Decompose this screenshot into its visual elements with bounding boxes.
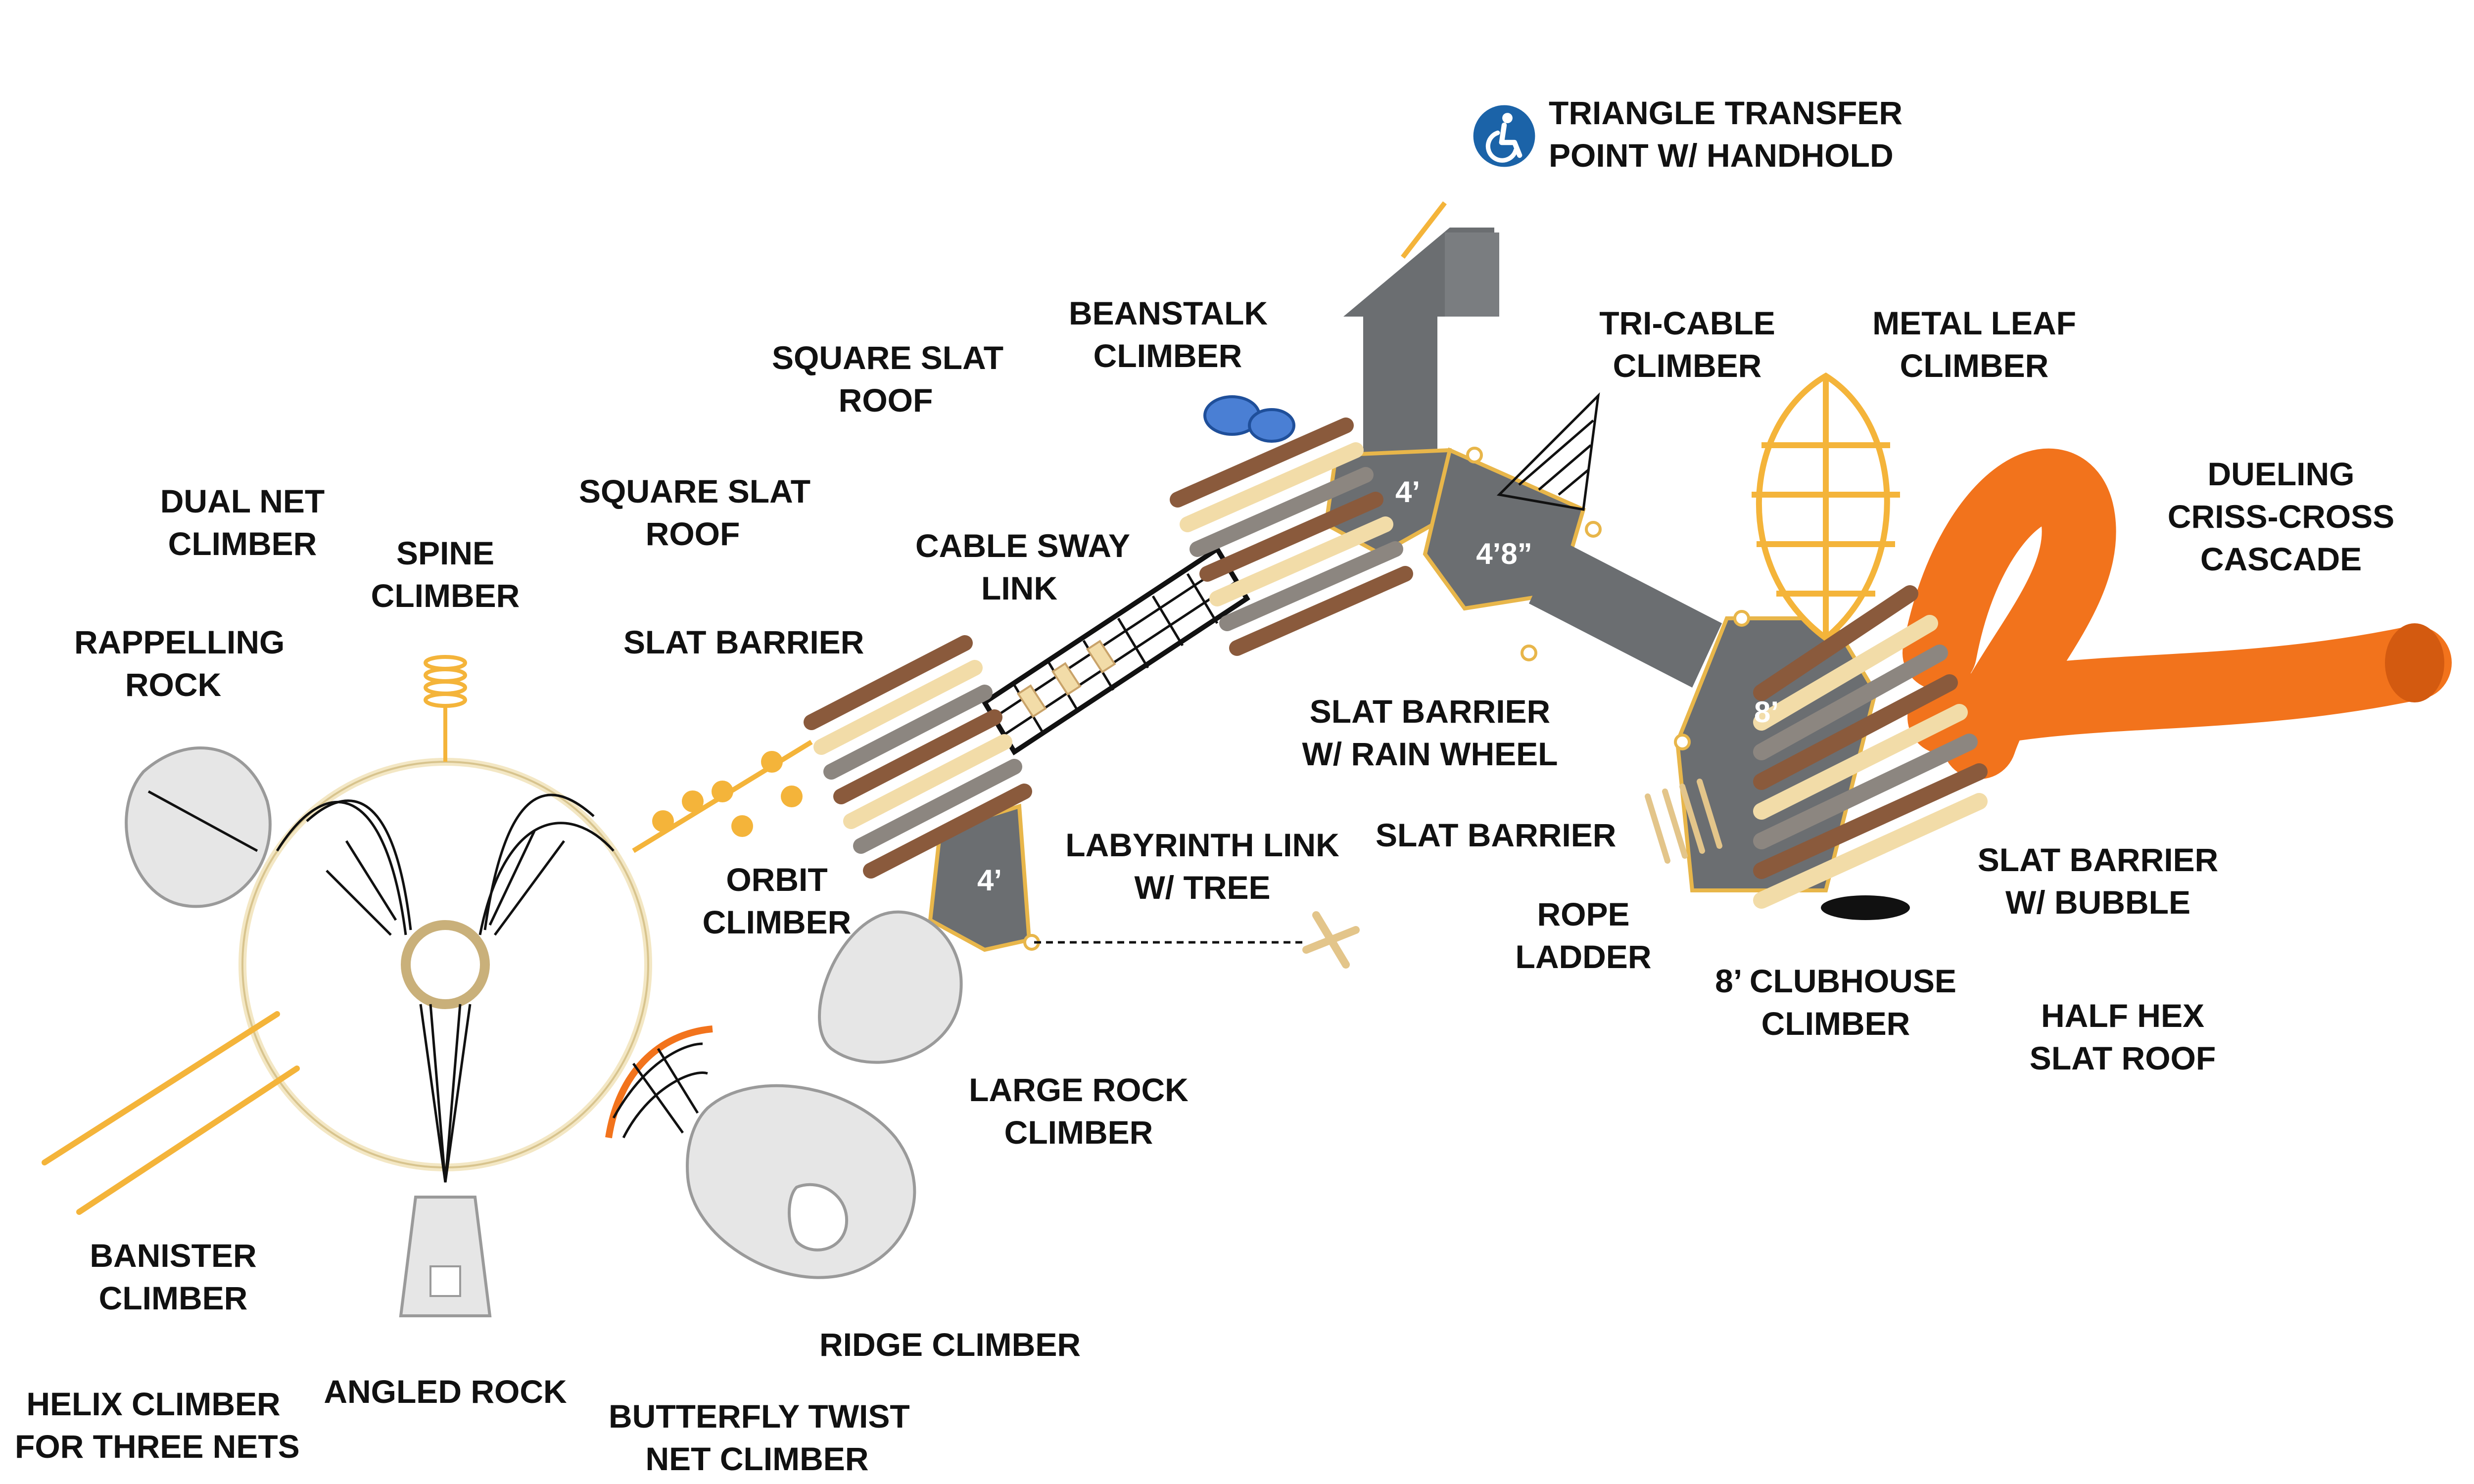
orbit-climber <box>632 740 813 853</box>
label-slat-barrier-2: SLAT BARRIER <box>1376 817 1617 853</box>
spine-climber <box>424 655 467 762</box>
ridge-climber <box>686 1084 916 1279</box>
rope-ladder <box>1645 779 1722 864</box>
label-ridge: RIDGE CLIMBER <box>819 1326 1081 1363</box>
wheelchair-accessibility-icon <box>1473 105 1535 167</box>
slat-barrier-left <box>804 635 1032 879</box>
label-angled-rock: ANGLED ROCK <box>324 1373 567 1410</box>
beanstalk-leaf <box>1203 395 1295 443</box>
metal-leaf-climber <box>1752 372 1900 642</box>
deck-d <box>928 803 1032 952</box>
deck-c <box>1675 616 1878 892</box>
tri-cable-climber <box>1496 392 1600 511</box>
ramp-upper <box>1363 317 1437 455</box>
helix-climber <box>238 758 652 1183</box>
deck-b <box>1423 447 1586 611</box>
transfer-step <box>1445 232 1499 317</box>
butterfly-twist-net <box>605 1025 713 1139</box>
cable-sway-link <box>981 545 1250 756</box>
deck-height-d: 4’ <box>977 864 1002 897</box>
labyrinth-link <box>1034 911 1360 969</box>
slat-barrier-clubhouse <box>1753 585 1988 920</box>
deck-height-c: 8’ <box>1754 696 1779 729</box>
large-rock-climber <box>818 910 963 1064</box>
transfer-handhold <box>1401 201 1447 259</box>
label-slat-barrier-1: SLAT BARRIER <box>623 624 864 660</box>
slat-barrier-upper <box>1170 417 1413 656</box>
banister-climber <box>42 1011 300 1215</box>
deck-posts <box>1023 447 1750 951</box>
dueling-slide <box>1903 448 2452 779</box>
ramp-mid <box>1529 539 1722 688</box>
deck-height-a: 4’ <box>1395 475 1420 509</box>
angled-rock <box>399 1196 492 1317</box>
deck-height-b: 4’8” <box>1476 537 1532 570</box>
rappelling-rock <box>125 746 272 908</box>
